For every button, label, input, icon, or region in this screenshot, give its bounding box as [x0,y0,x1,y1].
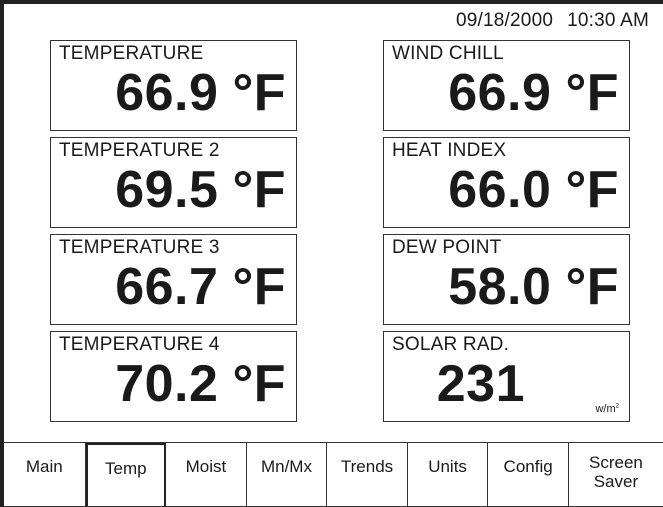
value-number: 231 [436,355,525,413]
nav-button-temp[interactable]: Temp [85,443,167,506]
nav-button-moist[interactable]: Moist [166,443,247,506]
panel-value: 66.9°F [448,67,619,119]
nav-label: Trends [340,457,394,476]
panel-value: 66.9°F [115,67,286,119]
nav-button-trends[interactable]: Trends [327,443,408,506]
panel-temperature-3: TEMPERATURE 3 66.7°F [50,234,297,325]
panel-label: WIND CHILL [392,43,504,64]
nav-label: Mn/Mx [260,457,312,476]
value-unit: °F [232,258,286,316]
value-number: 66.7 [115,258,219,316]
date-text: 09/18/2000 [456,10,554,31]
panel-value: 66.7°F [115,261,286,313]
value-unit: °F [232,355,286,413]
value-unit: °F [232,64,286,122]
panel-temperature-4: TEMPERATURE 4 70.2°F [50,331,297,422]
bottom-nav-bar: Main Temp Moist Mn/Mx Trends Units Confi… [4,442,663,507]
nav-label: Moist [185,457,227,476]
panel-label: TEMPERATURE 4 [59,334,220,355]
panel-label: TEMPERATURE 3 [59,237,220,258]
panel-wind-chill: WIND CHILL 66.9°F [383,40,630,131]
panel-label: TEMPERATURE [59,43,204,64]
panel-value: 58.0°F [448,261,619,313]
panel-label: SOLAR RAD. [392,334,510,355]
nav-button-mnmx[interactable]: Mn/Mx [247,443,328,506]
solar-unit: w/m2 [595,403,619,415]
nav-label: Temp [105,459,147,478]
nav-label: Main [25,457,63,476]
panel-label: HEAT INDEX [392,140,507,161]
nav-label: Units [428,457,467,476]
value-number: 58.0 [448,258,552,316]
nav-button-units[interactable]: Units [408,443,489,506]
time-text: 10:30 AM [567,10,649,31]
value-number: 66.9 [448,64,552,122]
value-number: 70.2 [115,355,219,413]
panel-solar-radiation: SOLAR RAD. 231 w/m2 [383,331,630,422]
panel-temperature: TEMPERATURE 66.9°F [50,40,297,131]
nav-label: Config [503,457,553,476]
panel-temperature-2: TEMPERATURE 2 69.5°F [50,137,297,228]
nav-button-main[interactable]: Main [4,443,86,506]
nav-button-config[interactable]: Config [488,443,569,506]
value-unit: °F [565,258,619,316]
date-time-readout: 09/18/2000 10:30 AM [456,10,649,32]
value-number: 69.5 [115,161,219,219]
panel-value: 66.0°F [448,164,619,216]
nav-label-line2: Saver [593,472,639,491]
panel-value: 70.2°F [115,358,286,410]
value-number: 66.0 [448,161,552,219]
panel-heat-index: HEAT INDEX 66.0°F [383,137,630,228]
unit-base: w/m [595,403,616,415]
nav-label-line1: Screen [589,453,643,472]
panel-dew-point: DEW POINT 58.0°F [383,234,630,325]
panel-label: TEMPERATURE 2 [59,140,220,161]
value-unit: °F [565,161,619,219]
value-unit: °F [565,64,619,122]
value-unit: °F [232,161,286,219]
unit-exponent: 2 [615,403,619,410]
panel-label: DEW POINT [392,237,502,258]
panel-value: 231 [437,358,525,410]
value-number: 66.9 [115,64,219,122]
panel-value: 69.5°F [115,164,286,216]
